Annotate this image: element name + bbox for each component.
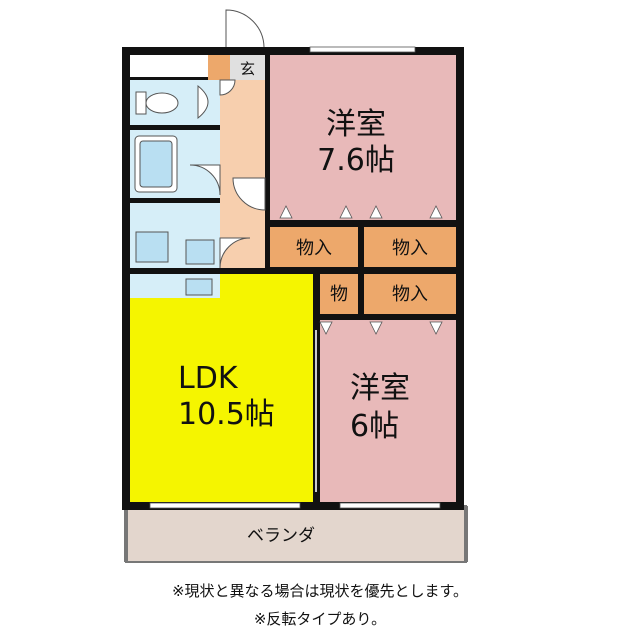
closet-door-markers	[279, 205, 443, 335]
bedroom-large-name: 洋室	[326, 107, 386, 142]
entrance-label: 玄	[240, 60, 255, 78]
window-top	[309, 46, 416, 53]
toilet-icon	[135, 91, 179, 115]
storage-2-label: 物入	[392, 238, 428, 259]
door-swing-icon	[189, 164, 221, 196]
entrance-area	[230, 55, 265, 80]
window-bottom-ldk	[149, 502, 301, 509]
storage-2	[364, 227, 456, 267]
door-swing-icon	[232, 177, 266, 211]
bathtub-icon	[134, 135, 178, 193]
door-swing-icon	[219, 79, 236, 96]
wash-basin-icon	[185, 239, 215, 265]
bedroom-small	[320, 320, 456, 502]
kitchen-sink-icon	[185, 278, 213, 296]
bedroom-large-size: 7.6帖	[317, 143, 395, 178]
balcony-label: ベランダ	[247, 526, 315, 546]
front-door-swing	[225, 9, 265, 48]
storage-4	[364, 274, 456, 314]
window-bottom-bedroom	[339, 502, 441, 509]
ldk-name: LDK	[178, 361, 239, 396]
storage-1	[270, 227, 358, 267]
storage-4-label: 物入	[392, 284, 428, 305]
storage-3-label: 物	[330, 284, 348, 305]
hallway-top	[208, 55, 230, 80]
bedroom-small-name: 洋室	[350, 371, 410, 406]
ldk-size: 10.5帖	[178, 397, 275, 432]
washing-machine-icon	[135, 231, 169, 263]
hallway	[220, 80, 265, 268]
top-left-recess	[130, 55, 208, 77]
bedroom-small-size: 6帖	[350, 409, 399, 444]
sink-icon	[197, 84, 209, 120]
storage-3	[320, 274, 358, 314]
bedroom-large	[270, 55, 456, 220]
door-swing-icon	[219, 237, 251, 269]
reverse-type-note: ※反転タイプあり。	[253, 610, 387, 628]
storage-1-label: 物入	[296, 238, 332, 259]
disclaimer-note: ※現状と異なる場合は現状を優先とします。	[171, 582, 469, 600]
ldk-room	[130, 274, 313, 502]
balcony-area	[125, 505, 467, 563]
